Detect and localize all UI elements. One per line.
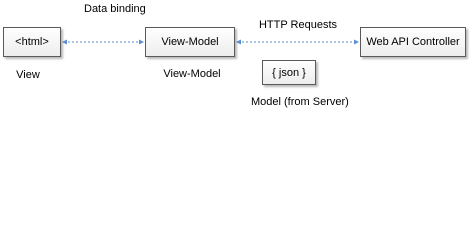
view-model-node-label: View-Model bbox=[161, 36, 219, 48]
json-node-label: { json } bbox=[272, 66, 306, 79]
json-node: { json } bbox=[262, 60, 316, 85]
data-binding-arrow-right bbox=[139, 39, 144, 45]
view-model-caption: View-Model bbox=[163, 68, 221, 80]
http-requests-arrow-right bbox=[354, 39, 359, 45]
view-caption: View bbox=[16, 69, 40, 81]
view-model-node: View-Model bbox=[145, 27, 235, 57]
web-api-controller-node-label: Web API Controller bbox=[366, 36, 460, 48]
model-from-server-caption: Model (from Server) bbox=[251, 96, 349, 108]
data-binding-label: Data binding bbox=[84, 3, 146, 15]
web-api-controller-node: Web API Controller bbox=[360, 27, 466, 57]
data-binding-arrow-left bbox=[62, 39, 67, 45]
html-node-label: <html> bbox=[15, 36, 49, 48]
connectors bbox=[62, 39, 359, 45]
html-node: <html> bbox=[3, 27, 61, 57]
http-requests-label: HTTP Requests bbox=[258, 19, 338, 31]
http-requests-arrow-left bbox=[236, 39, 241, 45]
